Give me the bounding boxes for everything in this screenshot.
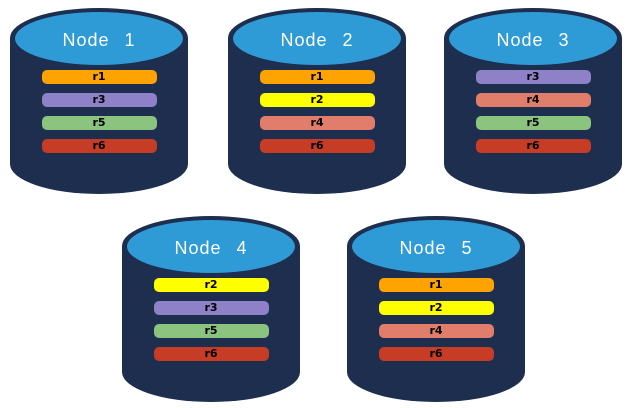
replica-bar: r1 — [41, 70, 157, 84]
node-cylinder: Node 5 r1 r2 r4 r6 — [347, 216, 525, 402]
replica-bar-stack: r1 r3 r5 r6 — [10, 70, 188, 153]
node-title: Node 4 — [174, 237, 248, 258]
replica-bar: r6 — [41, 139, 157, 153]
replica-bar: r1 — [259, 70, 375, 84]
replica-bar: r3 — [41, 93, 157, 107]
replica-bar: r4 — [378, 324, 494, 338]
replica-bar-stack: r1 r2 r4 r6 — [347, 278, 525, 361]
node-cylinder: Node 1 r1 r3 r5 r6 — [10, 8, 188, 194]
replica-bar: r2 — [378, 301, 494, 315]
replica-bar: r5 — [153, 324, 269, 338]
replica-bar-stack: r1 r2 r4 r6 — [228, 70, 406, 153]
node-title: Node 2 — [280, 29, 354, 50]
replica-bar: r6 — [475, 139, 591, 153]
cylinder-top-ellipse: Node 2 — [233, 12, 401, 65]
replica-bar: r4 — [475, 93, 591, 107]
cylinder-top-ellipse: Node 4 — [127, 220, 295, 273]
replica-bar: r2 — [259, 93, 375, 107]
replica-bar: r5 — [41, 116, 157, 130]
cylinder-top-ellipse: Node 3 — [449, 12, 617, 65]
node-cylinder: Node 4 r2 r3 r5 r6 — [122, 216, 300, 402]
node-cylinder: Node 2 r1 r2 r4 r6 — [228, 8, 406, 194]
replica-bar: r5 — [475, 116, 591, 130]
replica-bar-stack: r3 r4 r5 r6 — [444, 70, 622, 153]
replica-bar: r6 — [378, 347, 494, 361]
cylinder-top-ellipse: Node 1 — [15, 12, 183, 65]
node-title: Node 5 — [399, 237, 473, 258]
cylinder-top-ellipse: Node 5 — [352, 220, 520, 273]
replica-bar: r3 — [475, 70, 591, 84]
replica-bar: r6 — [259, 139, 375, 153]
replica-bar: r3 — [153, 301, 269, 315]
replica-bar: r2 — [153, 278, 269, 292]
replica-bar: r1 — [378, 278, 494, 292]
replica-bar: r4 — [259, 116, 375, 130]
replica-bar: r6 — [153, 347, 269, 361]
node-title: Node 1 — [62, 29, 136, 50]
node-cylinder: Node 3 r3 r4 r5 r6 — [444, 8, 622, 194]
replica-bar-stack: r2 r3 r5 r6 — [122, 278, 300, 361]
node-title: Node 3 — [496, 29, 570, 50]
